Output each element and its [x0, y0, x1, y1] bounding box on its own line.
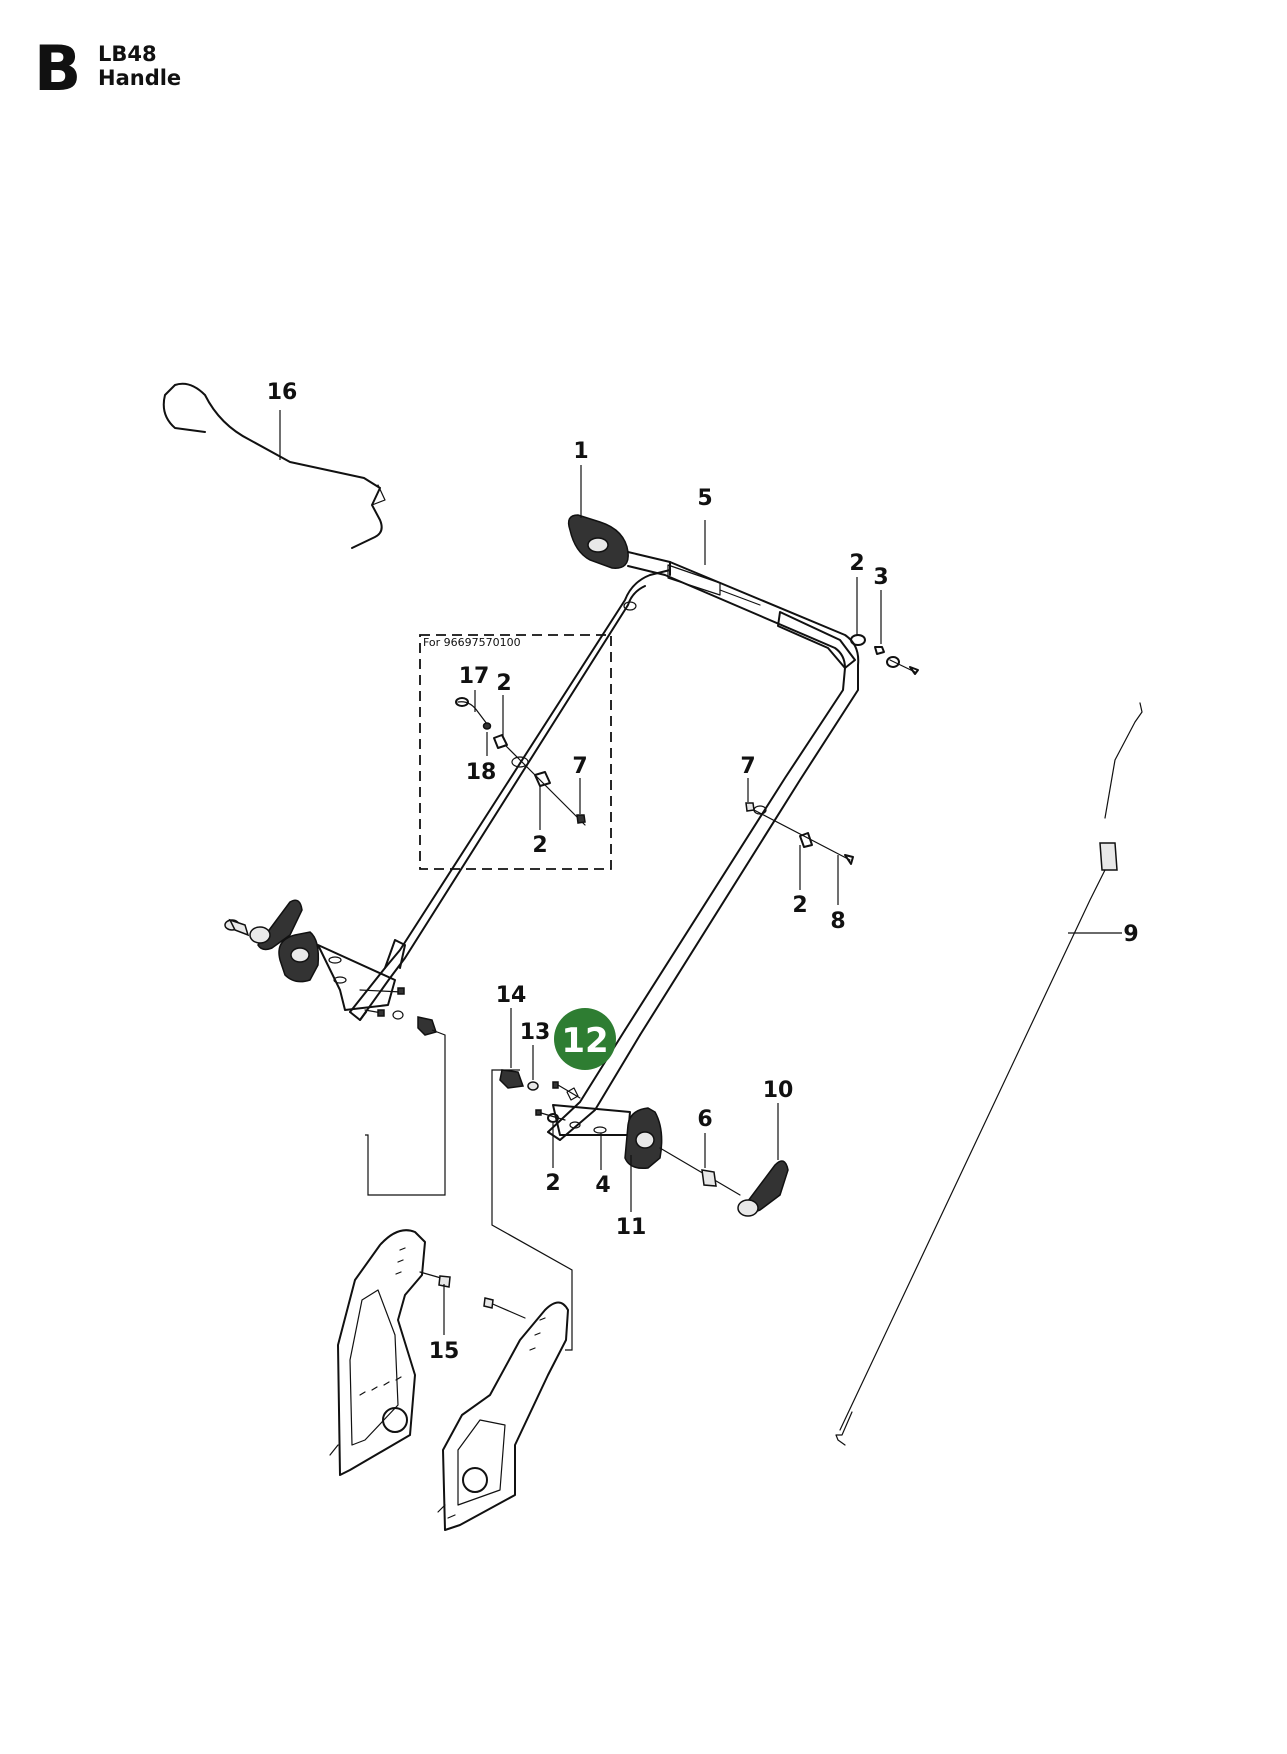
model-name: LB48 — [98, 42, 157, 66]
variant-box — [419, 634, 612, 870]
callout-3: 3 — [873, 565, 888, 590]
highlighted-callout-12[interactable]: 12 — [554, 1008, 616, 1070]
callout-5: 5 — [697, 486, 712, 511]
callout-10: 10 — [763, 1078, 794, 1103]
callout-8: 8 — [830, 909, 845, 934]
callout-6: 6 — [697, 1107, 712, 1132]
callout-2-box-bottom: 2 — [532, 833, 547, 858]
callout-7-right: 7 — [740, 754, 755, 779]
page-title: Handle — [98, 66, 182, 90]
callout-17: 17 — [459, 664, 490, 689]
handle-tube-right — [547, 805, 767, 1141]
callout-12: 12 — [561, 1021, 608, 1061]
callout-2-right: 2 — [792, 893, 807, 918]
callout-16: 16 — [267, 380, 298, 405]
callout-11: 11 — [616, 1215, 647, 1240]
callout-9: 9 — [1123, 922, 1138, 947]
right-height-adjust — [499, 1069, 789, 1217]
part-15-left-bracket — [329, 1229, 451, 1476]
leader-right-bracket — [491, 1069, 573, 1351]
variant-parts — [455, 697, 586, 826]
fasteners-right-middle — [745, 802, 854, 865]
highlight-marker[interactable] — [554, 1008, 616, 1070]
fasteners-top-right — [850, 634, 919, 675]
callout-7-box: 7 — [572, 754, 587, 779]
right-bracket — [437, 1297, 569, 1531]
callout-2-top: 2 — [849, 551, 864, 576]
variant-note: For 96697570100 — [423, 636, 521, 649]
part-16-bail-rod — [162, 382, 386, 549]
handle-tube-left — [349, 569, 671, 1021]
callout-15: 15 — [429, 1339, 460, 1364]
part-9-cable — [835, 702, 1143, 1446]
callout-1: 1 — [573, 439, 588, 464]
callout-2-lower: 2 — [545, 1171, 560, 1196]
callout-14: 14 — [496, 983, 527, 1008]
callout-13: 13 — [520, 1020, 551, 1045]
callout-4: 4 — [595, 1173, 610, 1198]
left-height-adjust — [224, 899, 437, 1036]
part-5-upper-handle — [624, 551, 860, 1036]
section-letter: B — [34, 32, 82, 105]
callout-18: 18 — [466, 760, 497, 785]
callout-2-box-top: 2 — [496, 671, 511, 696]
leader-left-bracket — [365, 1029, 446, 1196]
part-1-grip — [567, 514, 629, 569]
